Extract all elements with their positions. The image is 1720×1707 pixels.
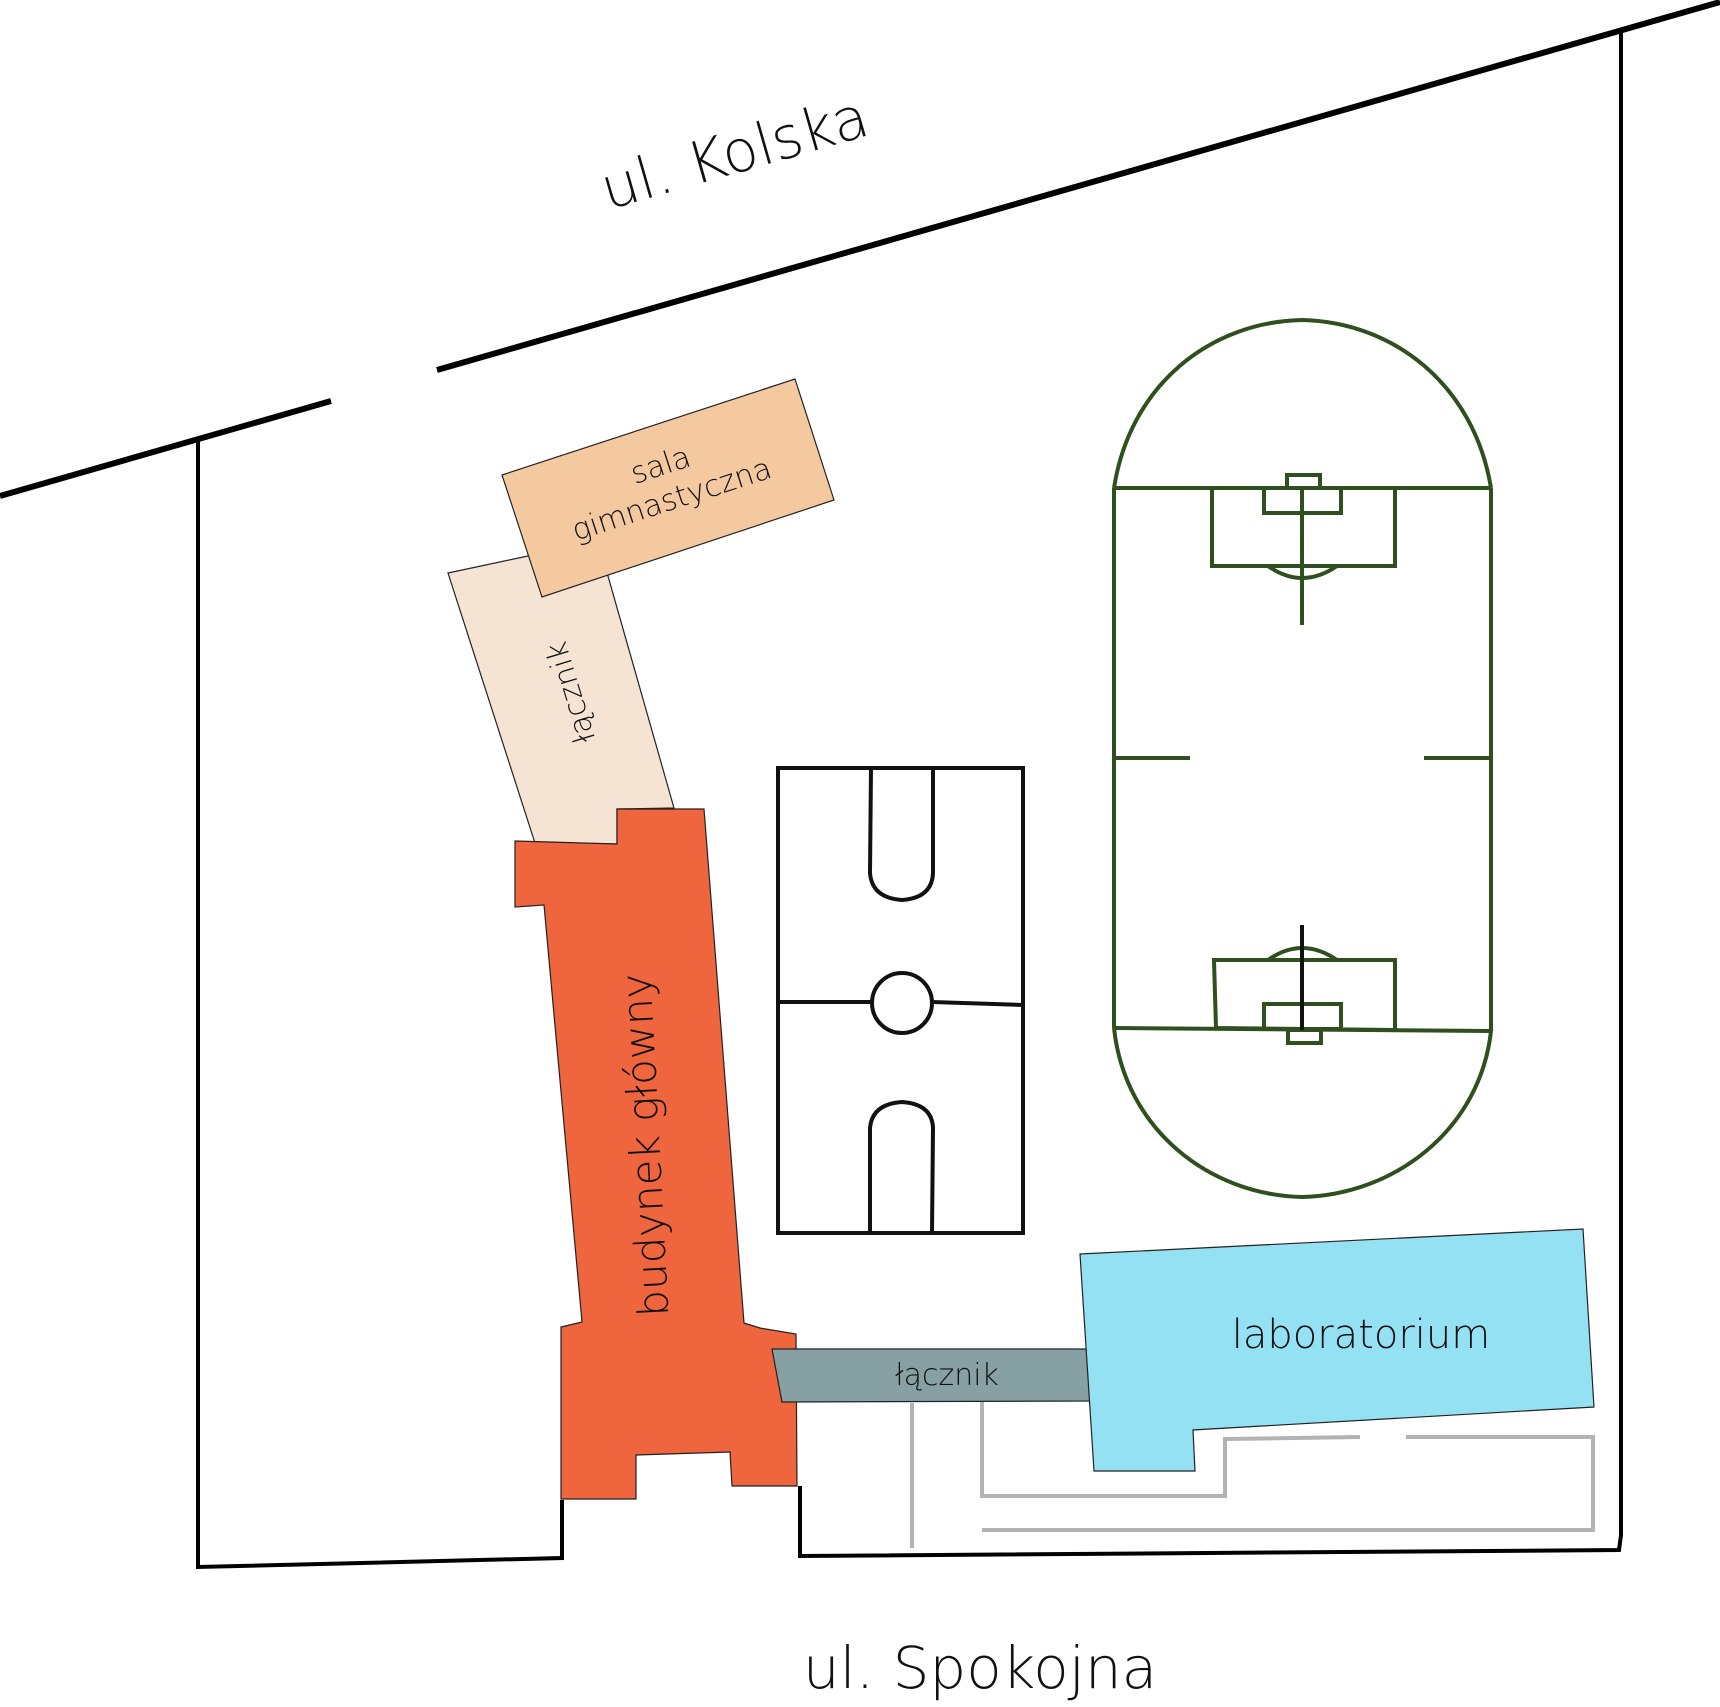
building-laboratorium[interactable] (1079, 1228, 1595, 1472)
penalty-box-bottom (1211, 958, 1397, 1033)
building-laboratorium-label: laboratorium (1232, 1312, 1490, 1358)
court-center-circle (870, 971, 934, 1035)
football-pitch[interactable] (1112, 317, 1493, 1200)
street-label-kolska: ul. Kolska (593, 82, 876, 223)
basketball-court[interactable] (776, 766, 1025, 1235)
building-budynek-glowny[interactable] (514, 808, 798, 1500)
court-key-top (867, 767, 935, 903)
footpaths (910, 1402, 1595, 1548)
street-label-spokojna: ul. Spokojna (803, 1634, 1157, 1702)
track-top-arc (1112, 317, 1493, 489)
street-edge-segment (0, 398, 332, 499)
building-sala-gimnastyczna[interactable] (501, 378, 835, 598)
goal-bottom (1286, 1028, 1323, 1045)
footpath (982, 1435, 1595, 1532)
footpath (980, 1402, 1361, 1498)
street-edge-segment (436, 0, 1720, 373)
fence-right (798, 30, 1623, 1559)
court-key-bottom (868, 1099, 936, 1234)
track-bottom-arc (1112, 1027, 1493, 1200)
kolska-street-edge (0, 0, 1720, 499)
court-halfline (931, 1000, 1024, 1007)
goal-top (1285, 473, 1322, 490)
building-lacznik-south-label: łącznik (895, 1358, 999, 1393)
fence-left (196, 440, 564, 1570)
plot-boundary (196, 30, 1623, 1570)
